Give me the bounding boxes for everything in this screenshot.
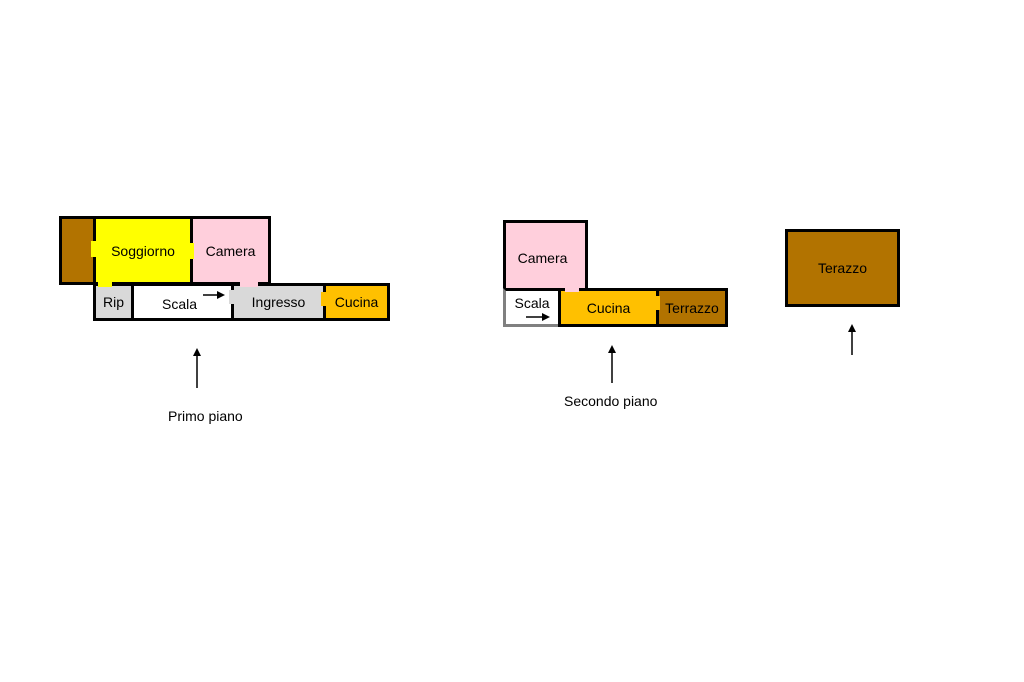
room-camera-2-label: Camera (517, 249, 568, 266)
room-cucina: Cucina (323, 283, 390, 321)
room-ingresso: Ingresso (231, 283, 326, 321)
room-ingresso-label: Ingresso (251, 294, 306, 310)
door-camera-ingresso (240, 281, 258, 287)
room-camera: Camera (190, 216, 271, 285)
room-cucina-2: Cucina (558, 288, 659, 327)
room-terrazzo-2-label: Terrazzo (665, 299, 719, 316)
room-rip: Rip (93, 283, 134, 321)
door-soggiorno-rip (98, 281, 112, 287)
room-terrazzo-3-label: Terazzo (817, 260, 868, 276)
door-cucina-terrazzo-2 (654, 296, 660, 310)
room-balcony-left (59, 216, 96, 285)
door-soggiorno-balcony (91, 241, 97, 257)
room-cucina-label: Cucina (334, 294, 379, 310)
primo-piano-caption: Primo piano (168, 408, 243, 424)
room-camera-2: Camera (503, 220, 588, 291)
room-terrazzo-3: Terazzo (785, 229, 900, 307)
door-soggiorno-camera (188, 243, 194, 259)
door-camera-cucina-2 (565, 286, 579, 292)
room-scala-label: Scala (161, 296, 198, 312)
room-scala: Scala (131, 283, 234, 321)
room-terrazzo-2: Terrazzo (656, 288, 728, 327)
door-scala-ingresso (229, 290, 235, 304)
room-cucina-2-label: Cucina (586, 299, 631, 316)
room-camera-label: Camera (205, 242, 256, 259)
secondo-piano-caption: Secondo piano (564, 393, 658, 409)
room-scala-2-label: Scala (514, 294, 550, 311)
door-ingresso-cucina (321, 292, 327, 306)
room-soggiorno-label: Soggiorno (111, 242, 175, 259)
room-rip-label: Rip (102, 294, 124, 310)
